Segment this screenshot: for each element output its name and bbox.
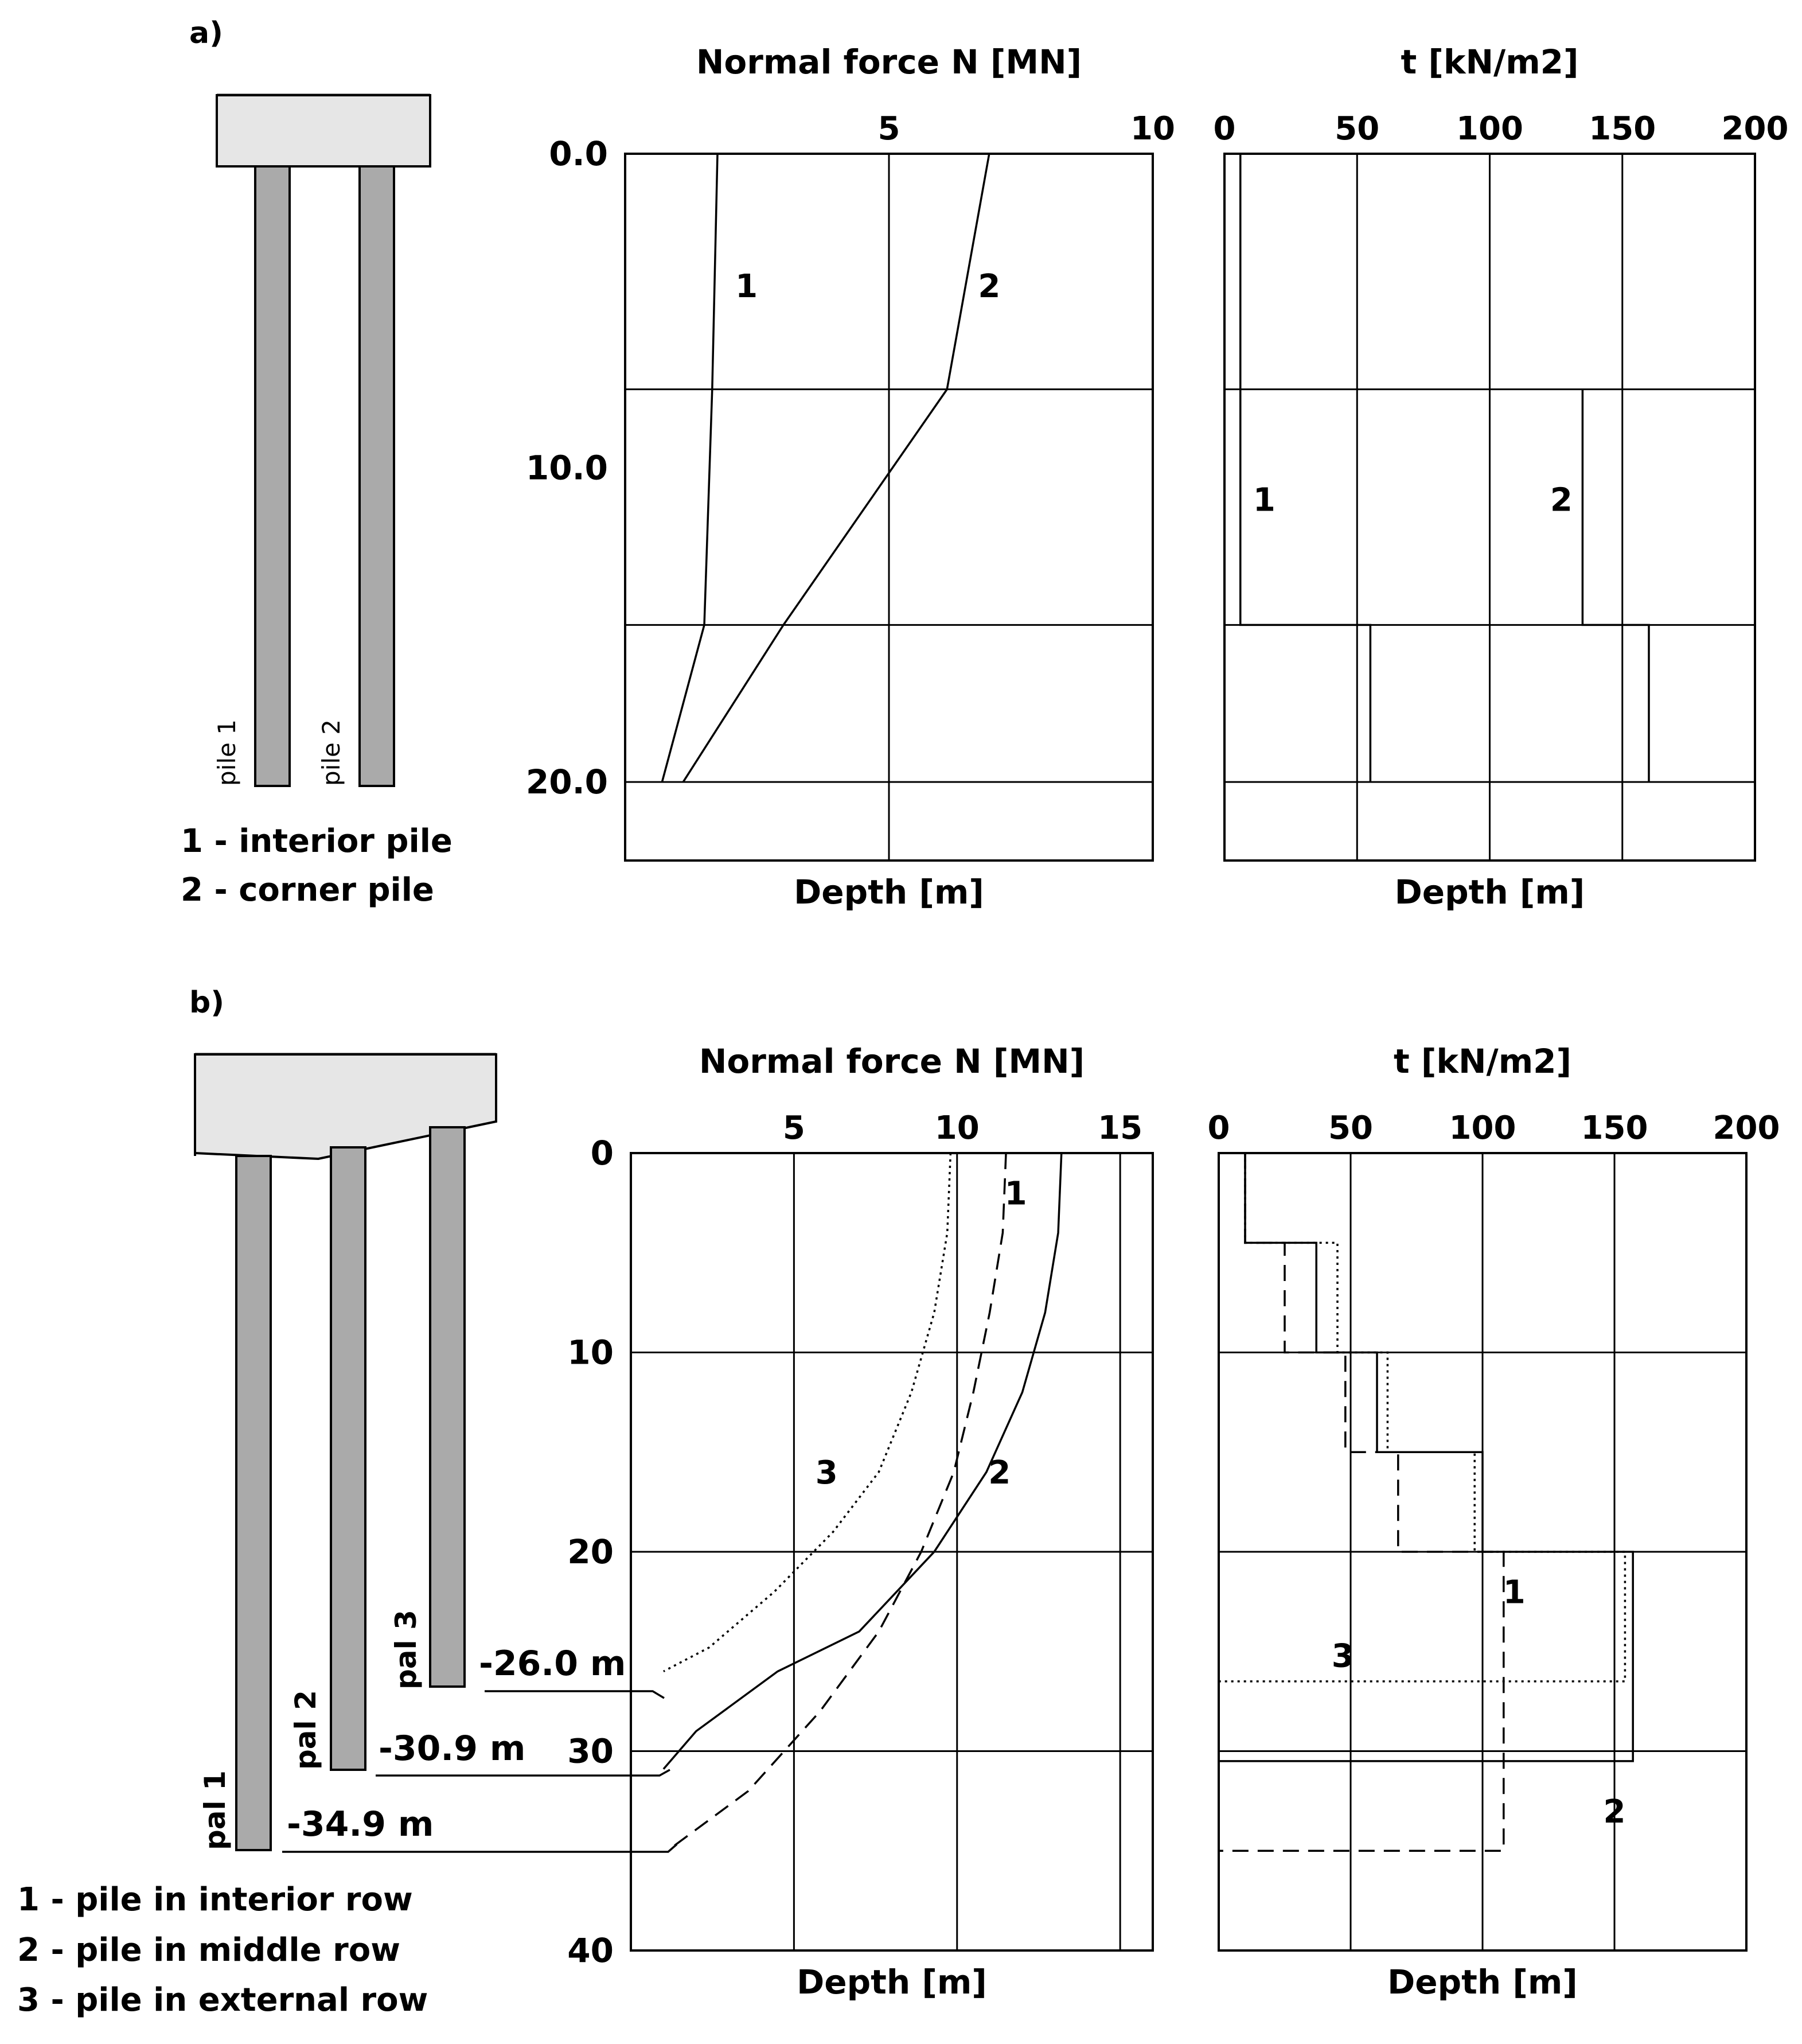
schematic-b: pal 1 pal 2 pal 3 1 - pile in interior r… <box>17 1053 497 2019</box>
pile-tip-label-2: -30.9 m <box>379 1728 525 1769</box>
pile-tip-label-1: -34.9 m <box>287 1804 434 1844</box>
y-tick-label: 10.0 <box>526 449 608 488</box>
plot-frame <box>624 153 1154 862</box>
y-tick-label: 30 <box>567 1732 614 1771</box>
pile-b-2 <box>330 1146 366 1771</box>
chart-b-shaft-friction: t [kN/m2] Depth [m] 0 50 100 150 200 1 2 3 <box>1208 1042 1780 2002</box>
legend-b-item-2: 2 - pile in middle row <box>17 1932 400 1969</box>
y-tick-label: 10 <box>567 1333 614 1372</box>
x-tick-label: 0 <box>1208 1109 1230 1147</box>
series-label: 3 <box>816 1454 838 1492</box>
leader-pile-3 <box>485 1690 665 1699</box>
series-label: 2 <box>1604 1793 1626 1831</box>
series-line <box>1219 1153 1505 1852</box>
legend-b-item-3: 3 - pile in external row <box>17 1981 428 2019</box>
x-tick-label: 10 <box>1130 110 1175 147</box>
series-label: 3 <box>1332 1638 1354 1675</box>
plot-frame <box>630 1152 1154 1952</box>
x-tick-label: 100 <box>1456 110 1523 147</box>
x-tick-label: 200 <box>1722 110 1789 147</box>
axis-label: Depth [m] <box>794 873 984 912</box>
axis-label: Depth [m] <box>1387 1963 1578 2002</box>
x-tick-label: 10 <box>935 1109 980 1147</box>
axis-label: Depth [m] <box>1395 873 1585 912</box>
series-line <box>1239 154 1372 782</box>
legend-a-item-1: 1 - interior pile <box>181 823 453 860</box>
pile-tip-label-3: -26.0 m <box>479 1644 626 1684</box>
leader-pile-2 <box>376 1769 670 1777</box>
pile-b-1 <box>235 1155 272 1851</box>
x-tick-label: 50 <box>1328 1109 1373 1147</box>
pile-a-2 <box>358 165 395 787</box>
y-tick-label: 0 <box>591 1134 614 1173</box>
plot-frame <box>1223 153 1756 862</box>
chart-a-shaft-friction: t [kN/m2] Depth [m] 0 50 100 150 200 1 2 <box>1214 42 1789 912</box>
series-line <box>662 1153 1063 1770</box>
series-label: 2 <box>988 1454 1011 1492</box>
pile-cap-a <box>216 94 431 168</box>
series-label: 1 <box>1253 481 1276 519</box>
series-line <box>663 1153 952 1673</box>
legend-a-item-2: 2 - corner pile <box>181 871 434 909</box>
pile-label-a-2: pile 2 <box>317 719 345 786</box>
pile-label-b-3: pal 3 <box>389 1610 423 1689</box>
series-label: 1 <box>1503 1574 1526 1611</box>
y-tick-label: 0.0 <box>549 134 608 173</box>
leader-pile-1 <box>282 1843 678 1853</box>
pile-b-3 <box>429 1126 466 1688</box>
series-label: 1 <box>735 268 758 305</box>
series-line <box>1219 1153 1634 1762</box>
x-tick-label: 0 <box>1214 110 1236 147</box>
legend-b-item-1: 1 - pile in interior row <box>17 1881 413 1918</box>
series-label: 2 <box>1550 481 1573 519</box>
axis-label: Depth [m] <box>797 1963 987 2002</box>
series-line <box>661 153 719 782</box>
x-tick-label: 5 <box>878 110 900 147</box>
y-tick-label: 40 <box>567 1931 614 1970</box>
pile-label-a-1: pile 1 <box>213 719 241 786</box>
chart-title: Normal force N [MN] <box>699 1042 1085 1081</box>
panel-label-b: b) <box>189 986 224 1020</box>
series-line <box>1219 1153 1627 1683</box>
chart-b-normal-force: Normal force N [MN] Depth [m] 5 10 15 0 10 20 30… <box>567 1042 1154 2002</box>
pile-label-b-1: pal 1 <box>198 1770 232 1850</box>
pile-tip-leaders: -26.0 m -30.9 m -34.9 m <box>282 1644 678 1853</box>
x-tick-label: 150 <box>1581 1109 1648 1147</box>
chart-title: t [kN/m2] <box>1401 42 1578 81</box>
chart-a-normal-force: Normal force N [MN] Depth [m] 5 10 0.0 10.0 20… <box>526 42 1175 912</box>
y-tick-label: 20.0 <box>526 762 608 801</box>
x-tick-label: 200 <box>1713 1109 1780 1147</box>
x-tick-label: 15 <box>1098 1109 1142 1147</box>
panel-label-a: a) <box>189 16 223 50</box>
series-label: 1 <box>1005 1175 1027 1213</box>
schematic-a: pile 1 pile 2 1 - interior pile 2 - corn… <box>181 94 453 909</box>
series-line <box>669 1153 1007 1850</box>
x-tick-label: 50 <box>1335 110 1379 147</box>
chart-title: t [kN/m2] <box>1394 1042 1571 1081</box>
series-line <box>1581 389 1650 782</box>
chart-title: Normal force N [MN] <box>696 42 1082 81</box>
series-label: 2 <box>978 268 1000 305</box>
plot-frame <box>1218 1152 1748 1952</box>
x-tick-label: 150 <box>1589 110 1656 147</box>
x-tick-label: 5 <box>783 1109 805 1147</box>
x-tick-label: 100 <box>1449 1109 1516 1147</box>
pile-a-1 <box>254 165 291 787</box>
y-tick-label: 20 <box>567 1532 614 1571</box>
pile-label-b-2: pal 2 <box>289 1690 322 1770</box>
series-line <box>682 153 990 783</box>
